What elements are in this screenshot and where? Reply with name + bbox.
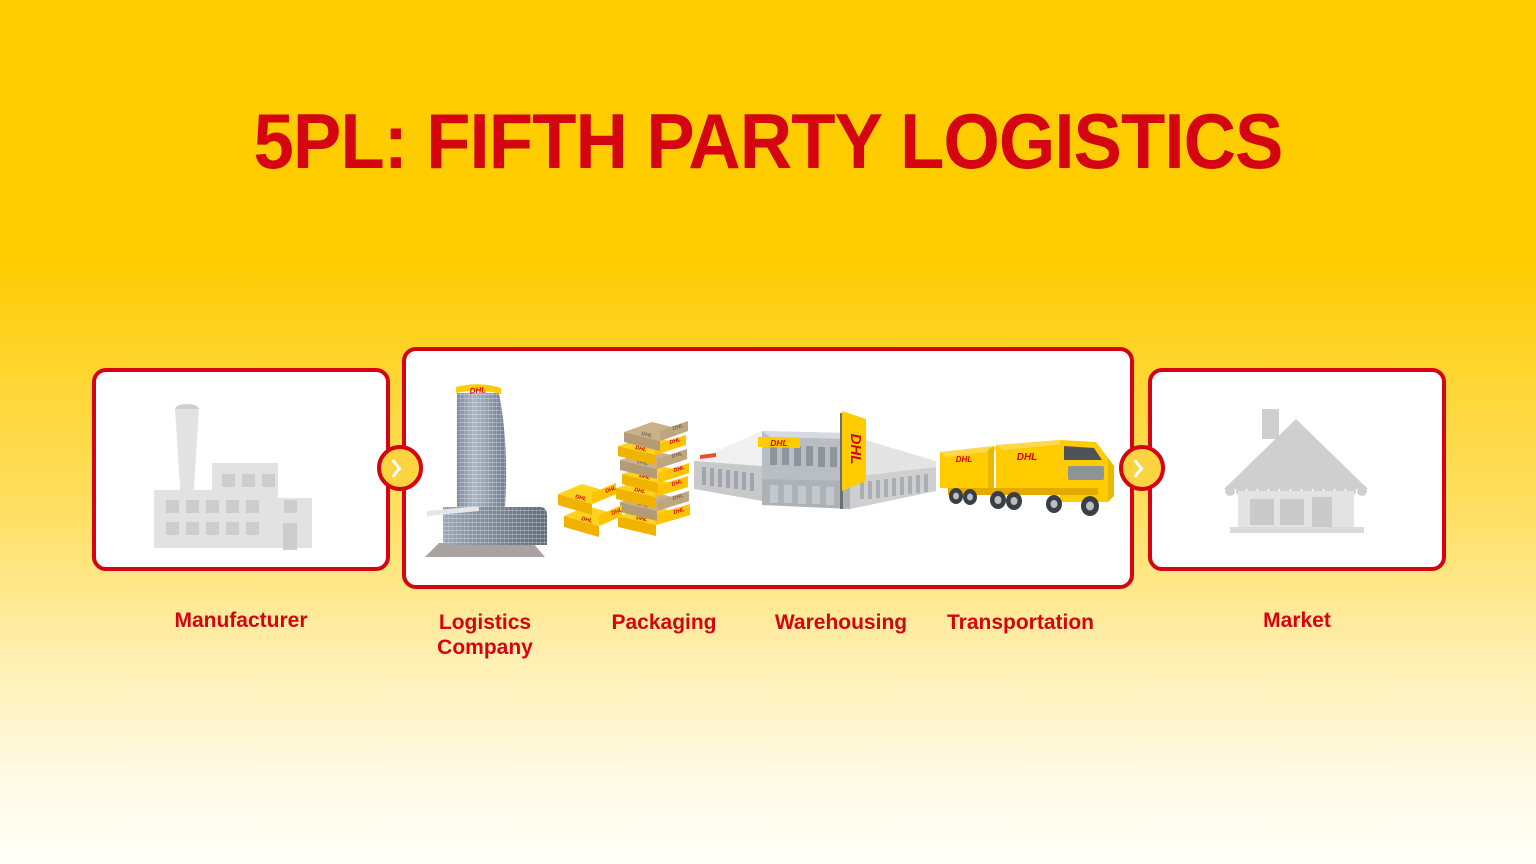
- connector-arrow-1[interactable]: [377, 445, 423, 491]
- shop-icon: [1148, 368, 1446, 571]
- svg-text:DHL: DHL: [672, 493, 685, 502]
- svg-text:DHL: DHL: [641, 431, 654, 440]
- svg-text:DHL: DHL: [673, 465, 686, 474]
- label-warehousing: Warehousing: [774, 611, 908, 634]
- parcel-boxes-icon: DHL DHL DHL DHL DHL DHL DHL DHL: [556, 388, 696, 538]
- svg-text:DHL: DHL: [671, 451, 684, 460]
- svg-text:DHL: DHL: [956, 455, 973, 464]
- svg-text:DHL: DHL: [847, 434, 864, 465]
- warehouse-icon: DHL DHL: [690, 405, 940, 525]
- svg-text:DHL: DHL: [672, 423, 685, 432]
- svg-text:DHL: DHL: [669, 437, 682, 446]
- page-title: 5PL: FIFTH PARTY LOGISTICS: [253, 97, 1283, 185]
- label-logistics-company: Logistics Company: [437, 611, 533, 659]
- svg-text:DHL: DHL: [635, 445, 648, 454]
- label-market: Market: [1263, 609, 1331, 632]
- truck-icon: DHL DHL: [932, 432, 1117, 527]
- connector-arrow-2[interactable]: [1119, 445, 1165, 491]
- label-transportation: Transportation: [946, 611, 1094, 634]
- svg-text:DHL: DHL: [575, 494, 588, 503]
- svg-text:DHL: DHL: [639, 473, 652, 482]
- svg-text:DHL: DHL: [637, 501, 650, 510]
- label-manufacturer: Manufacturer: [174, 609, 308, 632]
- chevron-right-icon: [1137, 457, 1150, 479]
- svg-text:DHL: DHL: [770, 438, 787, 448]
- svg-text:DHL: DHL: [1017, 452, 1038, 463]
- svg-text:DHL: DHL: [634, 487, 647, 496]
- svg-text:DHL: DHL: [581, 516, 594, 525]
- svg-text:DHL: DHL: [469, 385, 486, 395]
- svg-text:DHL: DHL: [605, 485, 618, 495]
- svg-text:DHL: DHL: [637, 459, 650, 468]
- office-tower-icon: DHL: [412, 372, 562, 567]
- chevron-right-icon: [395, 457, 408, 479]
- factory-icon: [92, 368, 390, 571]
- label-packaging: Packaging: [611, 611, 717, 634]
- svg-text:DHL: DHL: [671, 479, 684, 488]
- svg-text:DHL: DHL: [636, 515, 649, 524]
- svg-text:DHL: DHL: [611, 507, 624, 517]
- svg-text:DHL: DHL: [673, 507, 686, 516]
